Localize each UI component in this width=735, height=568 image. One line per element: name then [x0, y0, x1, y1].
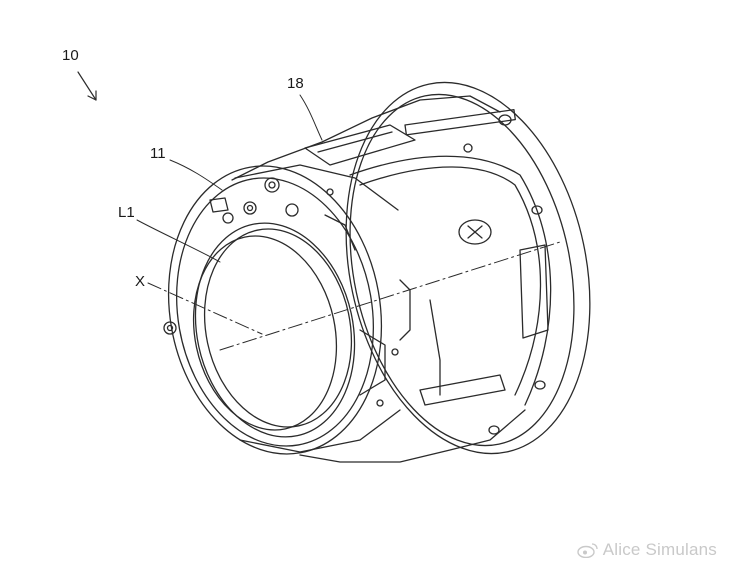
lens-barrel — [163, 164, 401, 455]
leader-L1 — [136, 219, 221, 263]
leader-18 — [299, 94, 323, 141]
optical-axis — [147, 282, 263, 335]
lens-element — [192, 222, 356, 438]
weibo-icon — [577, 543, 598, 558]
rear-flange — [345, 81, 591, 455]
ref-housing-label: 18 — [287, 75, 304, 92]
leader-11 — [169, 159, 223, 191]
assembly-arrow — [77, 71, 97, 101]
ref-assembly-label: 10 — [62, 47, 79, 64]
ref-axis-label: X — [135, 273, 145, 290]
watermark: Alice Simulans — [577, 540, 717, 560]
watermark-text: Alice Simulans — [602, 540, 717, 559]
housing-body — [231, 95, 552, 463]
ref-lens-label: L1 — [118, 204, 135, 221]
ref-barrel-label: 11 — [150, 145, 166, 162]
optical-axis-rear — [219, 241, 561, 351]
